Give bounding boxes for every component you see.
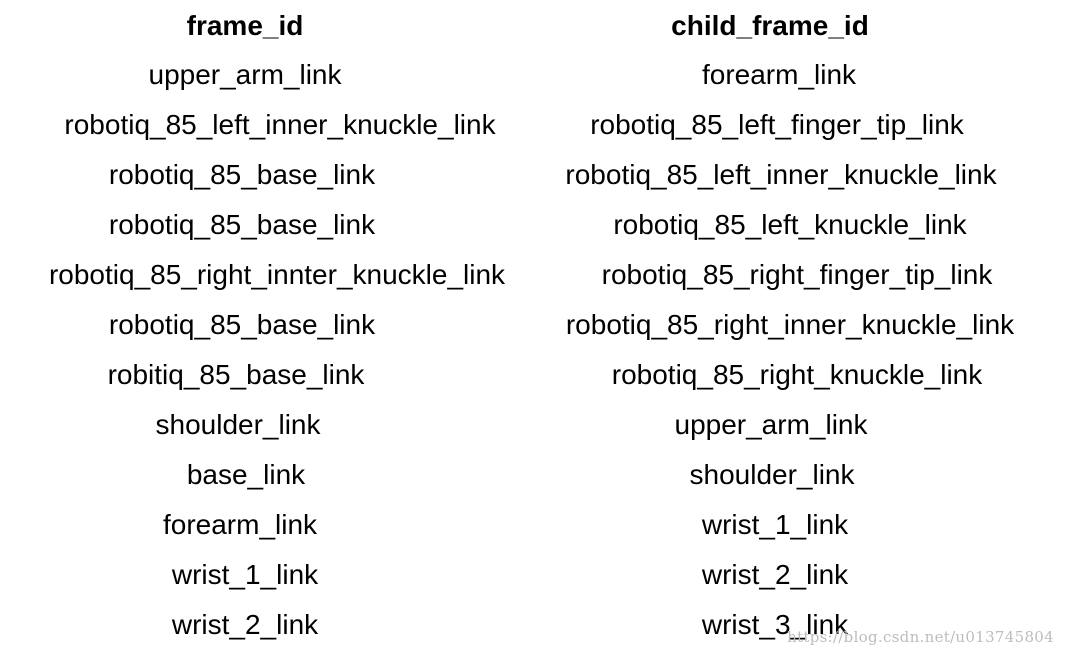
frame-id-cell: wrist_2_link [171, 609, 319, 640]
watermark: https://blog.csdn.net/u013745804 [787, 628, 1054, 646]
table-row: robitiq_85_base_link robotiq_85_right_kn… [0, 350, 1066, 400]
table-row: wrist_1_link wrist_2_link [0, 550, 1066, 600]
child-frame-id-cell: robotiq_85_left_inner_knuckle_link [565, 159, 997, 190]
child-frame-id-cell: robotiq_85_left_knuckle_link [613, 209, 967, 240]
frame-id-cell: robotiq_85_left_inner_knuckle_link [64, 109, 496, 140]
table-row: robotiq_85_base_link robotiq_85_left_knu… [0, 200, 1066, 250]
table-row: robotiq_85_left_inner_knuckle_link robot… [0, 100, 1066, 150]
child-frame-id-cell: robotiq_85_right_knuckle_link [611, 359, 983, 390]
frame-id-cell: forearm_link [162, 509, 318, 540]
table-row: robotiq_85_base_link robotiq_85_right_in… [0, 300, 1066, 350]
frame-id-cell: wrist_1_link [171, 559, 319, 590]
child-frame-id-cell: wrist_1_link [701, 509, 849, 540]
frame-id-cell: shoulder_link [155, 409, 321, 440]
child-frame-id-cell: shoulder_link [689, 459, 855, 490]
frame-id-cell: upper_arm_link [148, 59, 342, 90]
child-frame-id-header: child_frame_id [671, 10, 869, 41]
frame-id-cell: robotiq_85_base_link [108, 209, 376, 240]
frame-id-cell: robotiq_85_base_link [108, 309, 376, 340]
table-row: shoulder_link upper_arm_link [0, 400, 1066, 450]
frame-id-cell: robitiq_85_base_link [107, 359, 365, 390]
child-frame-id-cell: wrist_2_link [701, 559, 849, 590]
table-row: robotiq_85_right_innter_knuckle_link rob… [0, 250, 1066, 300]
child-frame-id-cell: upper_arm_link [674, 409, 868, 440]
table-row: robotiq_85_base_link robotiq_85_left_inn… [0, 150, 1066, 200]
frame-id-cell: robotiq_85_base_link [108, 159, 376, 190]
child-frame-id-cell: robotiq_85_right_inner_knuckle_link [565, 309, 1015, 340]
table-row: upper_arm_link forearm_link [0, 50, 1066, 100]
child-frame-id-cell: wrist_3_link [701, 609, 849, 640]
frame-id-header: frame_id [186, 10, 304, 41]
child-frame-id-cell: robotiq_85_left_finger_tip_link [590, 109, 964, 140]
child-frame-id-cell: robotiq_85_right_finger_tip_link [601, 259, 993, 290]
table-row: base_link shoulder_link [0, 450, 1066, 500]
table-row: forearm_link wrist_1_link [0, 500, 1066, 550]
child-frame-id-cell: forearm_link [701, 59, 857, 90]
frame-id-cell: robotiq_85_right_innter_knuckle_link [48, 259, 506, 290]
table-row: wrist_2_link wrist_3_link [0, 600, 1066, 650]
frame-id-cell: base_link [186, 459, 306, 490]
